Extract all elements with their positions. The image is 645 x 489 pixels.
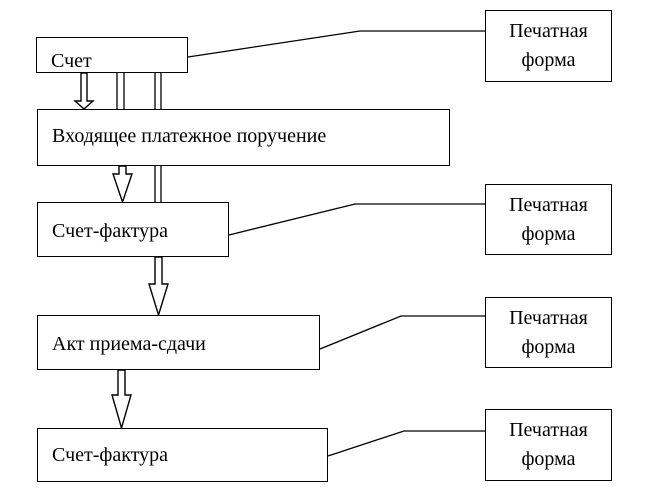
document-box-incoming-payment-order: Входящее платежное поручение (37, 109, 450, 166)
print-form-label: Печатная форма (509, 304, 588, 362)
print-form-box: Печатная форма (485, 10, 612, 82)
print-form-label-line1: Печатная (509, 419, 588, 441)
print-form-label-line1: Печатная (509, 20, 588, 42)
document-box-acceptance-act: Акт приема-сдачи (37, 315, 320, 370)
document-label: Счет (51, 50, 92, 72)
document-label: Счет-фактура (52, 444, 169, 466)
flow-arrow-invoice-to-payment-order (73, 72, 95, 110)
print-form-label-line1: Печатная (509, 306, 588, 329)
flow-arrow-acceptance-act-to-invoice-factura (111, 369, 132, 431)
print-form-label-line2: форма (521, 49, 576, 71)
print-form-label: Печатная форма (509, 17, 588, 75)
print-form-box: Печатная форма (485, 184, 612, 255)
print-form-box: Печатная форма (485, 409, 612, 481)
print-form-box: Печатная форма (485, 297, 612, 368)
print-form-label-line1: Печатная (509, 193, 588, 216)
document-label: Акт приема-сдачи (52, 333, 206, 355)
flow-arrow-payment-order-to-invoice-factura (112, 165, 133, 205)
print-form-label: Печатная форма (509, 191, 588, 249)
document-box-invoice-factura-final: Счет-фактура (37, 428, 328, 482)
print-form-label-line2: форма (521, 335, 576, 358)
print-form-label-line2: форма (521, 222, 576, 245)
print-form-connector-1 (187, 30, 485, 58)
document-label: Входящее платежное поручение (52, 125, 327, 147)
document-label: Счет-фактура (52, 220, 169, 242)
print-form-label: Печатная форма (509, 416, 588, 474)
flow-arrow-invoice-factura-to-acceptance-act (148, 256, 169, 318)
document-box-invoice-factura: Счет-фактура (37, 202, 229, 257)
print-form-connector-3 (319, 315, 485, 350)
print-form-label-line2: форма (521, 448, 576, 470)
print-form-connector-2 (228, 203, 485, 236)
print-form-connector-4 (327, 430, 485, 457)
document-box-invoice: Счет (36, 37, 188, 73)
